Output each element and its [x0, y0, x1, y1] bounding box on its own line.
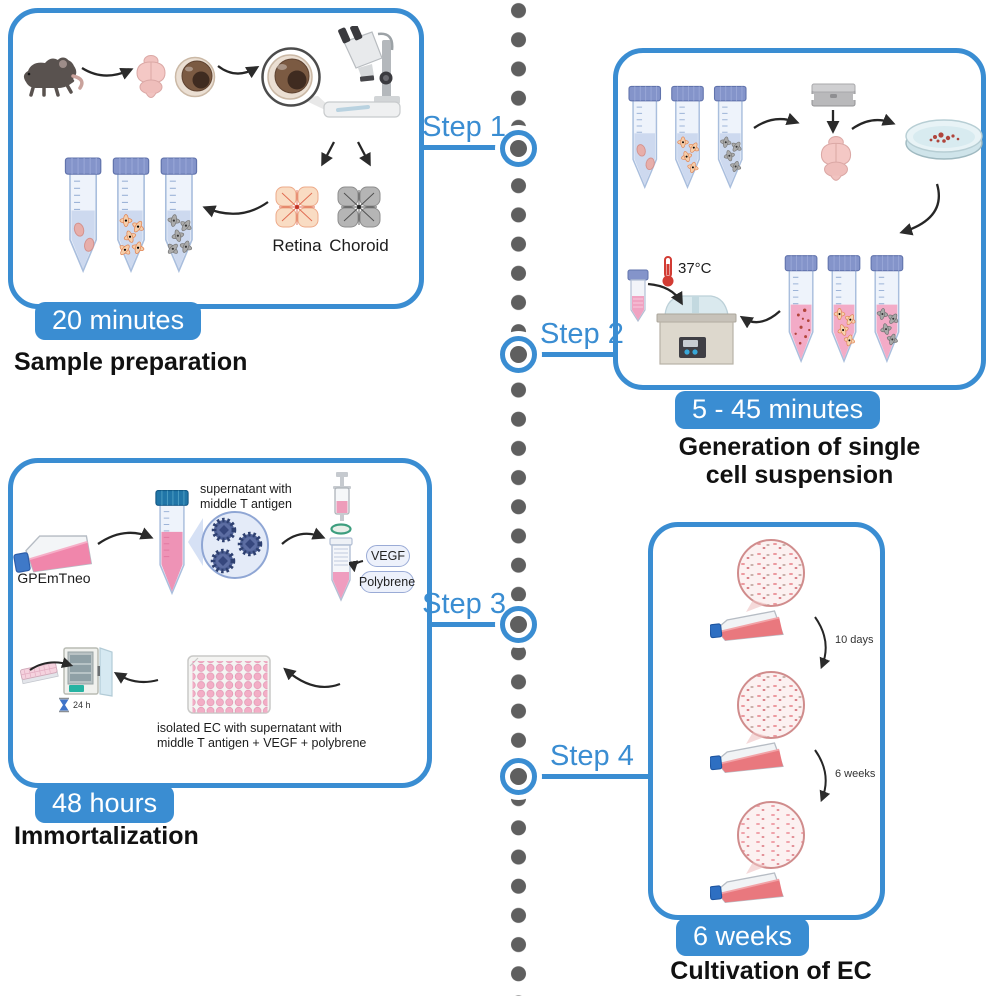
zoom-beam — [746, 600, 767, 612]
duration-badge-step1: 20 minutes — [35, 302, 202, 340]
razor-blade-icon — [811, 83, 856, 107]
flow-arrow — [29, 657, 74, 671]
falcon-tube-trio-icon — [64, 157, 198, 272]
culture-flask-icon — [710, 872, 784, 904]
syringe-icon — [333, 472, 351, 521]
passage2-label: 6 weeks — [835, 768, 876, 780]
flow-arrow — [281, 527, 326, 545]
supernatant-label: supernatant with middle T antigen — [200, 482, 320, 512]
well-plate-caption: isolated EC with supernatant with middle… — [157, 721, 397, 751]
caption-step4: Cultivation of EC — [670, 957, 872, 985]
magnified-eye-icon — [261, 47, 321, 107]
brain-icon — [136, 55, 166, 98]
step1-connector — [419, 145, 511, 150]
step1-node — [500, 130, 537, 167]
well-plate-icon — [187, 655, 271, 714]
mouse-icon — [23, 57, 84, 97]
duration-badge-step4: 6 weeks — [676, 918, 810, 956]
thermometer-icon — [662, 256, 674, 287]
step3-label: Step 3 — [422, 588, 506, 620]
flow-arrow — [349, 560, 364, 572]
virus-particles-icon — [201, 511, 269, 579]
retina-label: Retina — [272, 236, 322, 255]
culture-flask-icon — [710, 610, 784, 642]
vegf-pill: VEGF — [366, 545, 410, 567]
flow-arrow — [814, 749, 831, 803]
syringe-filter-icon — [330, 523, 352, 535]
flow-arrow — [283, 667, 341, 688]
well-plate-caption-line2: middle T antigen + VEGF + polybrene — [157, 736, 367, 750]
zoom-beam — [746, 862, 767, 874]
caption-step2: Generation of single cell suspension — [613, 433, 986, 489]
flow-arrow — [113, 672, 159, 684]
step3-node — [500, 606, 537, 643]
incubation-time-label: 24 h — [73, 700, 91, 710]
hourglass-icon — [59, 697, 69, 713]
petri-dish-icon — [905, 119, 983, 160]
step4-node — [500, 758, 537, 795]
step2-label: Step 2 — [540, 318, 624, 350]
caption-step2-line1: Generation of single — [678, 433, 921, 461]
flow-arrow — [826, 110, 840, 134]
small-tube-icon — [627, 269, 649, 323]
flow-arrow — [739, 310, 781, 329]
cell-monolayer-icon — [737, 539, 805, 607]
zoom-beam — [188, 518, 203, 566]
flow-arrow — [814, 616, 831, 670]
step3-connector — [428, 622, 511, 627]
caption-step2-line2: cell suspension — [705, 461, 894, 489]
step1-label: Step 1 — [422, 111, 506, 143]
eye-icon — [174, 56, 216, 98]
stereo-microscope-icon — [323, 26, 401, 118]
zoom-beam — [746, 732, 767, 744]
temperature-label: 37°C — [678, 260, 712, 277]
cell-monolayer-icon — [737, 671, 805, 739]
step2-node — [500, 336, 537, 373]
choroid-flatmount-icon — [337, 186, 381, 228]
step4-connector — [530, 774, 652, 779]
duration-badge-step3: 48 hours — [35, 785, 175, 823]
step2-connector — [530, 352, 616, 357]
choroid-label: Choroid — [329, 236, 389, 255]
flow-arrow — [217, 65, 260, 79]
flow-arrow — [899, 183, 940, 236]
flow-arrow — [202, 201, 269, 218]
supernatant-label-line2: middle T antigen — [200, 497, 292, 511]
timeline-dotted-line — [510, 0, 527, 996]
flow-arrow — [321, 141, 371, 167]
culture-flask-icon — [13, 535, 93, 573]
water-bath-icon — [656, 295, 737, 365]
flow-arrow — [647, 282, 683, 306]
supernatant-label-line1: supernatant with — [200, 482, 292, 496]
supernatant-tube-icon — [155, 489, 189, 594]
flow-arrow — [753, 112, 800, 129]
caption-step1: Sample preparation — [14, 348, 248, 376]
polybrene-pill: Polybrene — [359, 571, 415, 593]
culture-flask-icon — [710, 742, 784, 774]
well-plate-caption-line1: isolated EC with supernatant with — [157, 721, 342, 735]
panel-step3 — [8, 458, 432, 788]
brain-icon — [820, 136, 852, 181]
collection-tube-icon — [329, 537, 353, 602]
flow-arrow — [81, 67, 134, 80]
falcon-tube-trio-icon — [628, 85, 747, 188]
step4-label: Step 4 — [550, 740, 634, 772]
caption-step3: Immortalization — [14, 822, 199, 850]
falcon-tube-trio-icon — [784, 254, 904, 362]
incubator-icon — [63, 647, 113, 697]
passage1-label: 10 days — [835, 634, 874, 646]
duration-badge-step2: 5 - 45 minutes — [675, 391, 881, 429]
cell-monolayer-icon — [737, 801, 805, 869]
small-plate-icon — [20, 662, 59, 685]
flow-arrow — [97, 527, 154, 545]
retina-flatmount-icon — [275, 186, 319, 228]
flask-label: GPEmTneo — [17, 570, 91, 586]
flow-arrow — [851, 113, 896, 130]
